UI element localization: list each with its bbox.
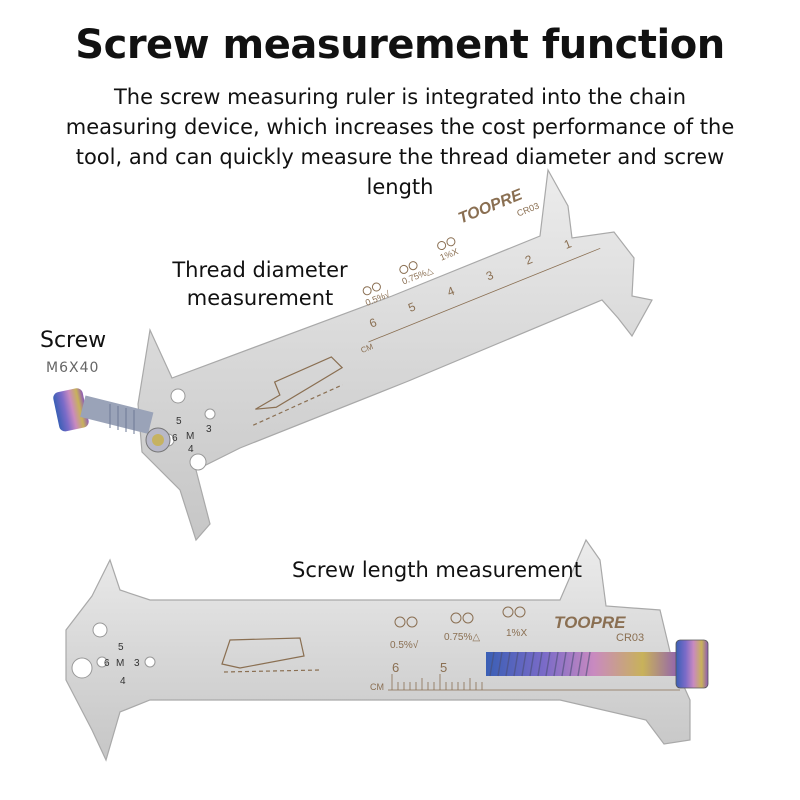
screw-label: Screw xyxy=(40,328,107,353)
hole-label-3: 3 xyxy=(206,424,212,435)
hole-3 xyxy=(204,408,216,420)
scale-num-1-top: 1 xyxy=(562,236,574,252)
wear-mark-05-bottom: 0.5%√ xyxy=(390,639,419,651)
chain-engraving-top xyxy=(252,356,344,426)
tool-body-bottom xyxy=(65,538,691,762)
hole-m-bottom xyxy=(96,656,108,668)
page-title: Screw measurement function xyxy=(75,22,725,68)
wear-mark-1-bottom: 1%X xyxy=(506,628,527,639)
brand-logo-top: TOOPRE xyxy=(456,186,526,227)
model-code-bottom: CR03 xyxy=(616,632,644,644)
wear-icons-top xyxy=(362,237,456,296)
wear-icons-bottom xyxy=(394,606,526,628)
hole-label-m-bottom: M xyxy=(116,658,124,669)
hole-label-4-bottom: 4 xyxy=(120,676,126,687)
hole-label-6-bottom: 6 xyxy=(104,658,110,669)
scale-num-2-top: 2 xyxy=(523,252,535,268)
ruler-scale-top xyxy=(368,247,601,343)
hole-5 xyxy=(170,388,186,404)
thread-diameter-label: Thread diameter measurement xyxy=(172,258,348,310)
hole-label-3-bottom: 3 xyxy=(134,658,140,669)
hole-label-5: 5 xyxy=(176,416,182,427)
scale-num-3-top: 3 xyxy=(484,268,496,284)
hole-4-bottom xyxy=(71,657,93,679)
scale-num-4-top: 4 xyxy=(445,284,457,300)
screw-length-label: Screw length measurement xyxy=(292,558,582,582)
screw-on-ruler xyxy=(486,639,709,689)
scale-num-5-bottom: 5 xyxy=(440,660,447,675)
hole-label-5-bottom: 5 xyxy=(118,642,124,653)
screw-size-label: M6X40 xyxy=(46,360,100,376)
page-subtitle: The screw measuring ruler is integrated … xyxy=(65,85,735,199)
scale-num-5-top: 5 xyxy=(406,299,418,315)
screw-m6x40 xyxy=(53,388,171,453)
wear-mark-1-top: 1%X xyxy=(438,246,459,262)
scale-num-6-top: 6 xyxy=(367,315,379,331)
hole-label-4: 4 xyxy=(188,444,194,455)
chain-checker-bottom: 5 6 M 3 4 0.5%√ 0.75%△ 1%X TOOPRE CR03 xyxy=(65,538,691,762)
chain-engraving-bottom xyxy=(221,637,321,673)
ruler-scale-bottom xyxy=(388,674,680,691)
scale-unit-top: CM xyxy=(360,342,375,355)
wear-mark-075-bottom: 0.75%△ xyxy=(444,632,480,643)
hole-label-m: M xyxy=(186,431,194,442)
hole-3-bottom xyxy=(144,656,156,668)
tool-body-top xyxy=(137,168,653,542)
hole-label-6: 6 xyxy=(172,433,178,444)
chain-checker-top: 5 6 M 3 4 TOOPRE CR03 0.5%√ 0.75%△ 1%X C… xyxy=(137,168,653,542)
brand-logo-bottom: TOOPRE xyxy=(554,613,626,632)
hole-5-bottom xyxy=(92,622,108,638)
scale-unit-bottom: CM xyxy=(370,682,384,692)
scale-num-6-bottom: 6 xyxy=(392,660,399,675)
hole-4 xyxy=(189,453,207,471)
